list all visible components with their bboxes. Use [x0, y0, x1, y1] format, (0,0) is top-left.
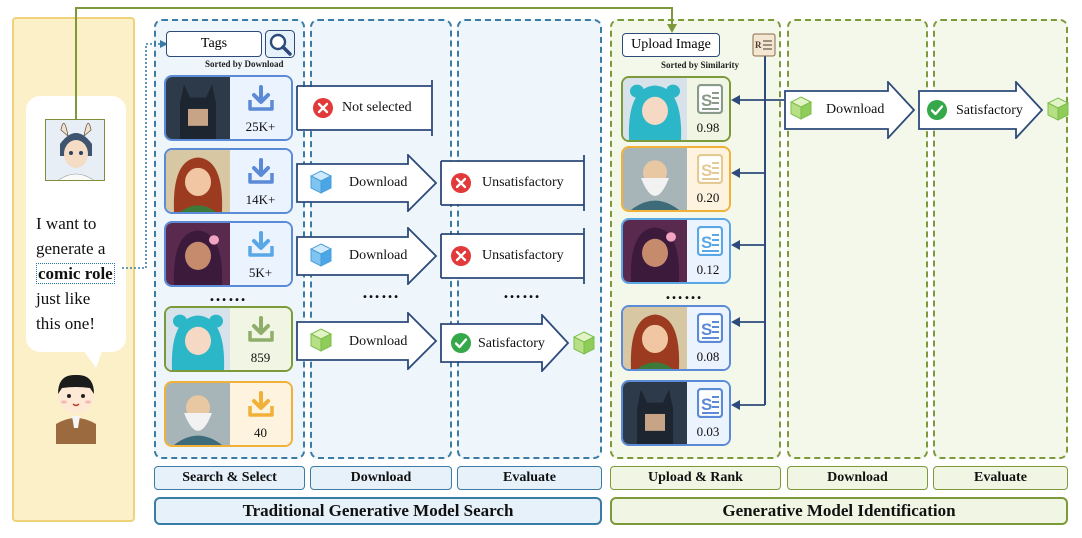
x-circle-icon [312, 97, 334, 119]
batman-image [623, 382, 687, 444]
cube-icon [310, 328, 332, 352]
download-count: 40 [254, 425, 267, 440]
request-line: this one! [36, 314, 96, 333]
ellipsis: …… [503, 282, 541, 302]
label-evaluate-traditional: Evaluate [457, 466, 602, 490]
model-card-redhead[interactable]: 14K+ [164, 148, 293, 214]
ellipsis: …… [665, 283, 703, 303]
unsatisfactory-label: Unsatisfactory [482, 175, 564, 190]
teal-hair-character-image [623, 78, 687, 140]
svg-text:R: R [755, 40, 762, 50]
cube-icon [573, 331, 595, 355]
download-count: 5K+ [248, 265, 273, 280]
sort-note-similarity: Sorted by Similarity [661, 60, 739, 70]
download-label: Download [826, 102, 885, 117]
ranked-card-teal-hair[interactable]: 0.98 [621, 76, 731, 142]
ranked-card-redhead[interactable]: 0.08 [621, 305, 731, 371]
user-avatar [56, 374, 96, 444]
purple-hair-character-image [623, 220, 687, 282]
ranked-card-batman[interactable]: 0.03 [621, 380, 731, 446]
download-icon [248, 231, 274, 257]
arrow-right-icon [784, 81, 916, 139]
download-count: 859 [250, 350, 271, 365]
download-icon [248, 158, 274, 184]
redhead-character-image [623, 307, 687, 369]
not-selected-label: Not selected [342, 100, 412, 115]
speech-tail [80, 346, 104, 368]
cube-icon [310, 170, 332, 194]
download-icon [248, 85, 274, 111]
cube-icon [790, 96, 812, 120]
title-traditional: Traditional Generative Model Search [154, 497, 602, 525]
score-document-icon [697, 226, 723, 256]
model-card-purple-hair[interactable]: 5K+ [164, 221, 293, 287]
score-document-icon [697, 84, 723, 114]
download-count: 14K+ [245, 192, 276, 207]
teal-hair-character-image [166, 308, 230, 370]
unsatisfactory-label: Unsatisfactory [482, 248, 564, 263]
tags-search-box[interactable]: Tags [166, 31, 262, 57]
score-document-icon [697, 388, 723, 418]
title-identification: Generative Model Identification [610, 497, 1068, 525]
label-search-select: Search & Select [154, 466, 305, 490]
request-text: I want to generate a comic role just lik… [36, 211, 132, 336]
ranked-card-old-man[interactable]: 0.20 [621, 146, 731, 212]
x-circle-icon [450, 172, 472, 194]
arrow-right-icon [296, 312, 438, 370]
request-line: generate a [36, 239, 106, 258]
similarity-score: 0.98 [696, 120, 720, 135]
arrow-right-icon [296, 227, 438, 285]
batman-image [166, 77, 230, 139]
download-label: Download [349, 248, 408, 263]
download-icon [248, 316, 274, 342]
label-evaluate-identification: Evaluate [933, 466, 1068, 490]
search-icon[interactable] [265, 30, 295, 58]
satisfactory-label: Satisfactory [956, 103, 1023, 118]
download-label: Download [349, 334, 408, 349]
purple-hair-character-image [166, 223, 230, 285]
ellipsis: …… [362, 282, 400, 302]
model-card-teal-hair[interactable]: 859 [164, 306, 293, 372]
download-label: Download [349, 175, 408, 190]
redhead-character-image [166, 150, 230, 212]
satisfactory-label: Satisfactory [478, 336, 545, 351]
label-download-identification: Download [787, 466, 928, 490]
cube-icon [1047, 97, 1069, 121]
old-man-character-image [623, 148, 687, 210]
arrow-right-icon [440, 314, 570, 372]
check-circle-icon [926, 99, 948, 121]
sort-note-download: Sorted by Download [205, 59, 284, 69]
check-circle-icon [450, 332, 472, 354]
model-card-old-man[interactable]: 40 [164, 381, 293, 447]
upload-image-label: Upload Image [631, 37, 711, 52]
document-r-icon: R [752, 33, 776, 57]
label-upload-rank: Upload & Rank [610, 466, 781, 490]
request-line: I want to [36, 214, 97, 233]
old-man-character-image [166, 383, 230, 445]
reference-image [45, 119, 105, 181]
ranked-card-purple-hair[interactable]: 0.12 [621, 218, 731, 284]
similarity-score: 0.12 [696, 262, 720, 277]
similarity-score: 0.08 [696, 349, 720, 364]
request-line: just like [36, 289, 91, 308]
similarity-score: 0.03 [696, 424, 720, 439]
download-icon [248, 391, 274, 417]
cube-icon [310, 243, 332, 267]
score-document-icon [697, 313, 723, 343]
score-document-icon [697, 154, 723, 184]
arrow-right-icon [296, 154, 438, 212]
model-card-batman[interactable]: 25K+ [164, 75, 293, 141]
ellipsis: …… [209, 285, 247, 305]
label-download-traditional: Download [310, 466, 452, 490]
similarity-score: 0.20 [696, 190, 720, 205]
highlight-comic-role: comic role [36, 263, 115, 284]
arrow-right-icon [918, 81, 1044, 139]
x-circle-icon [450, 245, 472, 267]
upload-image-box[interactable]: Upload Image [622, 33, 720, 57]
tags-label: Tags [200, 36, 228, 51]
anime-character-image [46, 120, 104, 180]
download-count: 25K+ [245, 119, 276, 134]
